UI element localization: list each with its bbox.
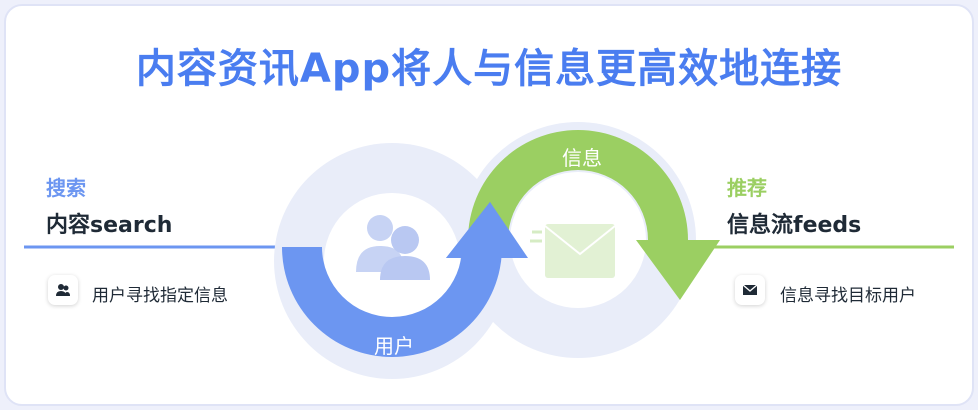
- right-title: 信息流feeds: [727, 213, 862, 238]
- blue-arc-band: [282, 247, 502, 357]
- left-title: 内容search: [46, 213, 173, 238]
- loop-bottom-label: 用户: [374, 335, 414, 358]
- right-chip: [735, 275, 765, 305]
- right-caption: 信息寻找目标用户: [780, 286, 916, 306]
- envelope-icon: [742, 284, 758, 295]
- green-arrow: [468, 130, 720, 300]
- users-icon: [356, 215, 430, 280]
- right-heading: 推荐: [727, 176, 767, 200]
- users-icon: [56, 284, 70, 296]
- left-chip: [48, 275, 78, 305]
- left-heading: 搜索: [46, 176, 86, 200]
- page-title: 内容资讯App将人与信息更高效地连接: [135, 46, 843, 92]
- envelope-icon: [530, 224, 616, 278]
- loop-top-label: 信息: [562, 147, 602, 170]
- blue-arrowhead: [446, 202, 528, 258]
- left-caption: 用户寻找指定信息: [92, 286, 228, 306]
